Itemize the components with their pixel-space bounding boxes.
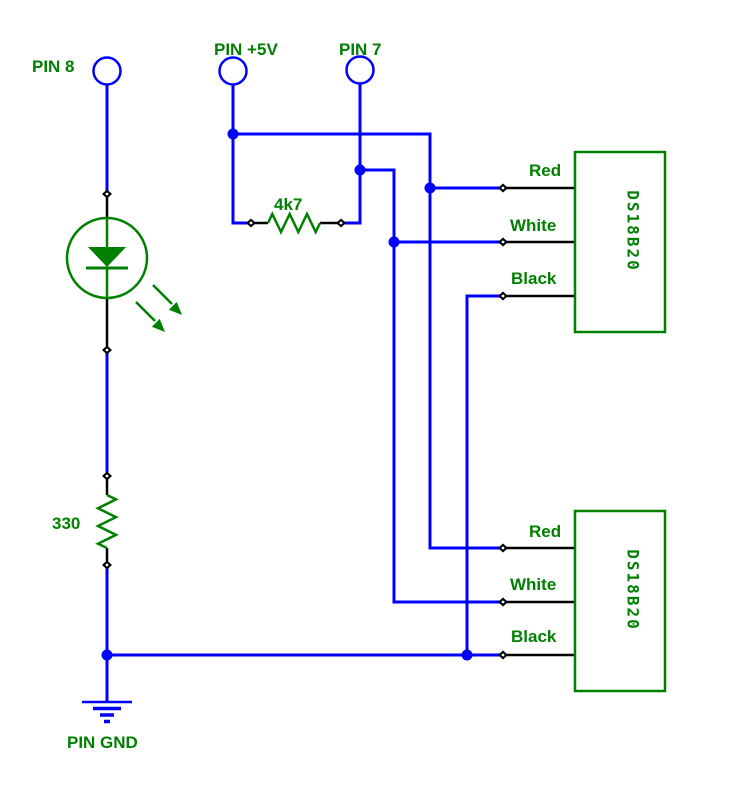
junction-dot-data	[354, 164, 366, 176]
led-symbol	[65, 194, 182, 350]
pin-5v-label: PIN +5V	[214, 40, 278, 59]
ground-symbol	[82, 700, 132, 724]
junction-dot-black-bottom	[461, 649, 473, 661]
junction-dot-ground	[101, 649, 113, 661]
pin7-label: PIN 7	[339, 40, 382, 59]
junction-dot-5v	[227, 128, 239, 140]
pin8-label: PIN 8	[32, 57, 75, 76]
led-light-arrows	[135, 284, 182, 332]
sensor-bottom: DS18B20	[503, 509, 667, 693]
resistor-330-zigzag	[95, 493, 119, 550]
wire-label-white-bottom: White	[510, 575, 556, 594]
led-light-arrow-2	[135, 301, 156, 322]
wire-pin7-to-r4k7	[341, 84, 362, 225]
wire-label-black-top: Black	[511, 269, 557, 288]
terminal-diamond	[498, 183, 508, 193]
pin-5v-terminal-circle	[218, 56, 248, 86]
pin-gnd-label: PIN GND	[67, 733, 138, 752]
led-light-arrow-1	[152, 284, 173, 305]
terminal-diamond	[498, 543, 508, 553]
wire-label-red-top: Red	[529, 161, 561, 180]
pin8-terminal-circle	[92, 56, 122, 86]
sensor-top-name: DS18B20	[623, 190, 642, 271]
terminal-diamond	[498, 291, 508, 301]
wire-label-black-bottom: Black	[511, 627, 557, 646]
wire-label-red-bottom: Red	[529, 522, 561, 541]
terminal-diamond	[102, 345, 112, 355]
wire-label-white-top: White	[510, 216, 556, 235]
terminal-diamonds	[102, 183, 508, 660]
led-triangle	[88, 247, 126, 267]
pullup-resistor-label: 4k7	[274, 195, 302, 214]
sensor-top-box	[573, 150, 667, 334]
sensor-bottom-name: DS18B20	[623, 549, 642, 630]
terminal-diamond	[102, 189, 112, 199]
terminal-diamond	[498, 237, 508, 247]
wires	[105, 84, 503, 701]
terminal-diamond	[102, 471, 112, 481]
led-light-arrow-2-head	[151, 318, 165, 332]
wire-black-top-return	[465, 294, 503, 655]
sensor-bottom-box	[573, 509, 667, 693]
terminal-diamond	[336, 218, 346, 228]
terminal-diamond	[246, 218, 256, 228]
junction-dot-white-top	[388, 236, 400, 248]
wire-data-branch	[360, 168, 503, 604]
terminal-diamond	[498, 650, 508, 660]
junction-dot-red-top	[424, 182, 436, 194]
terminal-diamond	[102, 560, 112, 570]
terminal-diamond	[498, 597, 508, 607]
junction-dots	[101, 128, 473, 661]
sensor-top: DS18B20	[503, 150, 667, 334]
resistor-4k7-zigzag	[266, 211, 322, 235]
led-light-arrow-1-head	[168, 301, 182, 315]
led-resistor-label: 330	[52, 514, 80, 533]
pin7-terminal-circle	[345, 55, 375, 85]
